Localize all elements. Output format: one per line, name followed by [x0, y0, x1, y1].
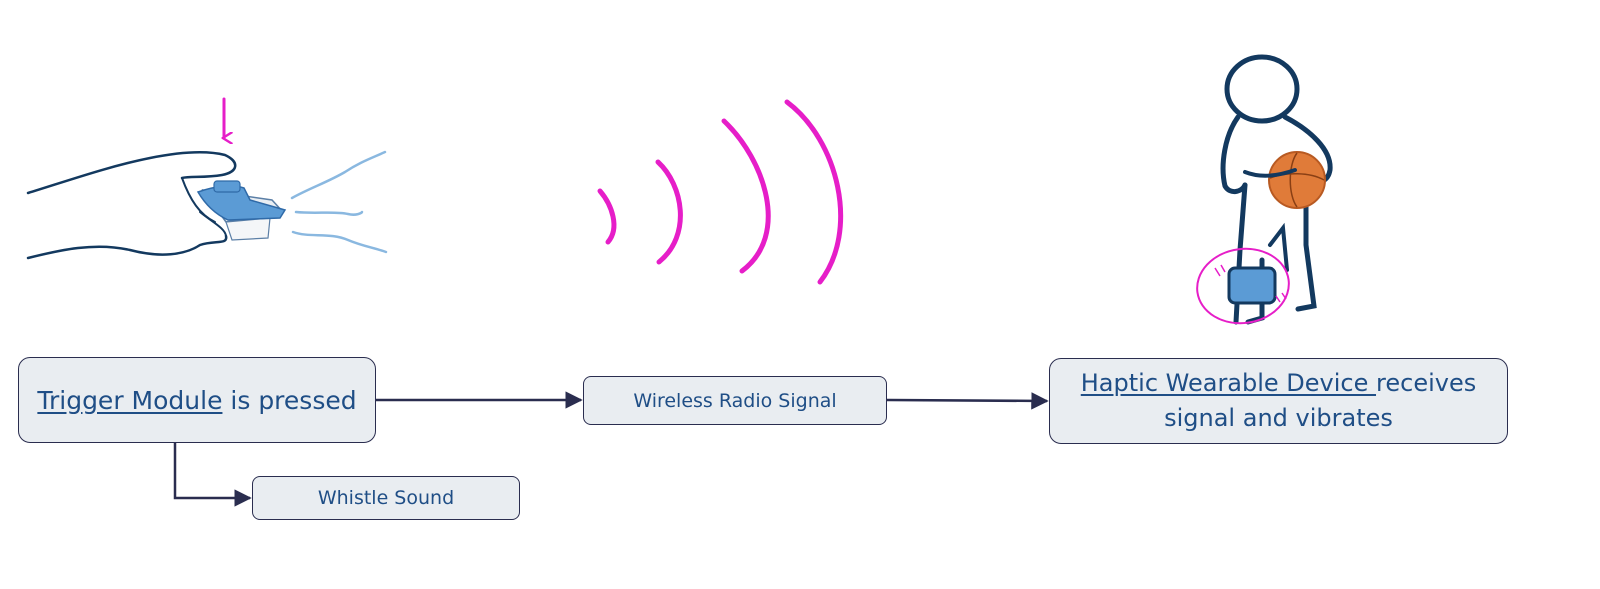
edge-radio-to-haptic: [886, 392, 1049, 410]
haptic-vibrates-text: signal and vibrates: [1164, 404, 1393, 432]
wireless-radio-signal-label: Wireless Radio Signal: [633, 389, 837, 412]
whistle-sound-label: Whistle Sound: [317, 487, 455, 509]
trigger-module-text: is pressed: [222, 385, 357, 415]
haptic-wearable-device-link[interactable]: Haptic Wearable Device: [1080, 369, 1377, 397]
haptic-wearable-device-node: Haptic Wearable Device receives signal a…: [1049, 358, 1508, 444]
radio-wave-icon: [597, 99, 844, 285]
trigger-module-link[interactable]: Trigger Module: [37, 385, 223, 415]
haptic-receives-text: receives: [1376, 369, 1477, 397]
haptic-wearable-device-label: Haptic Wearable Device receives signal a…: [1081, 366, 1476, 436]
player-with-basketball-icon: [1196, 54, 1333, 325]
trigger-module-label: Trigger Module is pressed: [37, 386, 356, 415]
hand-pressing-trigger-icon: [26, 97, 388, 260]
whistle-sound-node: Whistle Sound: [252, 476, 520, 520]
wireless-radio-signal-node: Wireless Radio Signal: [583, 376, 887, 425]
edge-trigger-to-whistle: [173, 443, 252, 507]
trigger-module-node: Trigger Module is pressed: [18, 357, 376, 443]
